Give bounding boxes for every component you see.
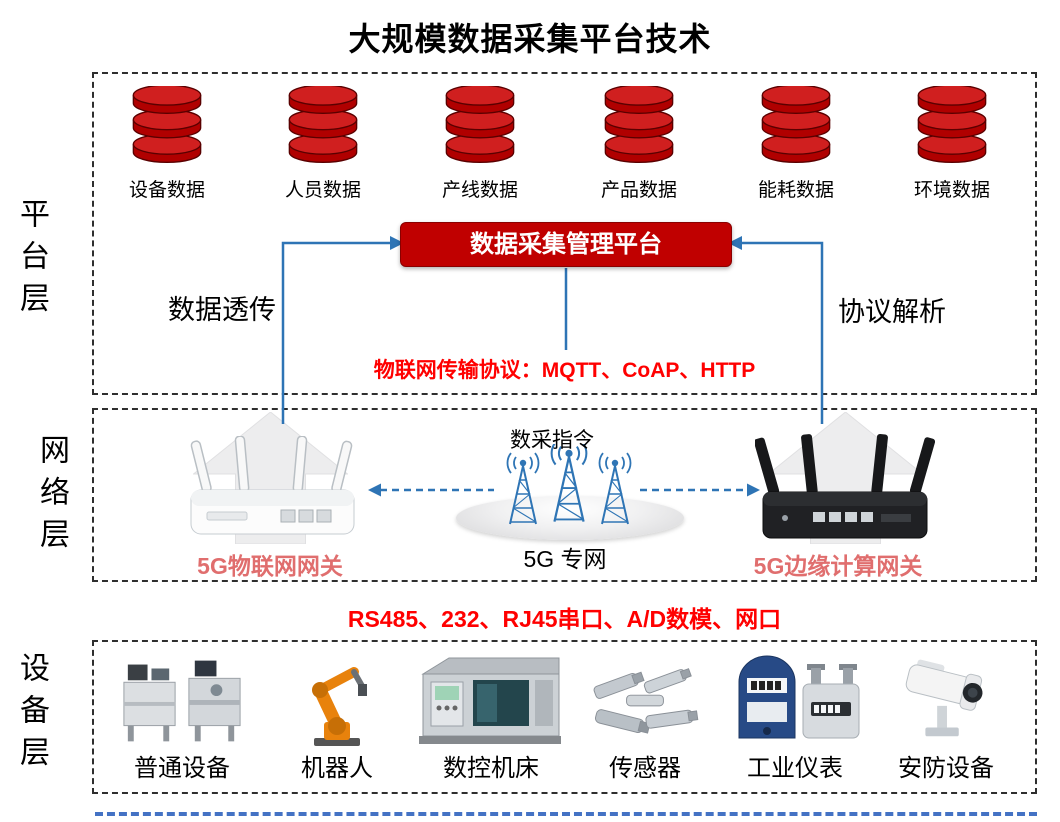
layer-label-network: 网络层 <box>35 434 68 560</box>
right-gateway-label: 5G边缘计算网关 <box>753 553 923 579</box>
industrial-meters-icon <box>738 655 860 739</box>
database-label: 产品数据 <box>600 180 677 201</box>
device-item <box>582 656 708 751</box>
left-gateway-label: 5G物联网网关 <box>197 553 343 579</box>
database-icon <box>288 86 358 164</box>
device-label: 工业仪表 <box>747 755 843 782</box>
protocol-parse-label: 协议解析 <box>838 297 946 327</box>
device-label: 传感器 <box>609 755 681 782</box>
database-item: 人员数据 <box>263 86 383 202</box>
network-layer-box <box>92 408 1037 582</box>
device-label: 数控机床 <box>443 755 539 782</box>
interface-note: RS485、232、RJ45串口、A/D数模、网口 <box>347 606 782 632</box>
page-title: 大规模数据采集平台技术 <box>348 21 712 57</box>
5g-edge-gateway-icon <box>755 434 935 539</box>
database-icon <box>761 86 831 164</box>
factory-machines-icon <box>123 660 241 742</box>
cnc-machine-icon <box>419 657 561 744</box>
layer-label-device: 设备层 <box>15 652 48 778</box>
database-item: 环境数据 <box>892 86 1012 202</box>
database-item: 产线数据 <box>420 86 540 202</box>
robot-arm-icon <box>312 667 367 746</box>
database-item: 设备数据 <box>107 86 227 202</box>
sensors-icon <box>593 668 699 734</box>
device-label: 普通设备 <box>134 755 230 782</box>
device-item <box>415 652 565 753</box>
iot-protocol-note: 物联网传输协议：MQTT、CoAP、HTTP <box>373 359 756 382</box>
database-item: 产品数据 <box>579 86 699 202</box>
database-icon <box>445 86 515 164</box>
database-item: 能耗数据 <box>736 86 856 202</box>
database-label: 设备数据 <box>128 180 205 201</box>
platform-layer-box <box>92 72 1037 395</box>
database-label: 能耗数据 <box>757 180 834 201</box>
bottom-accent-line <box>95 812 1037 816</box>
device-item <box>892 650 1000 753</box>
data-command-label: 数采指令 <box>510 429 594 452</box>
database-icon <box>917 86 987 164</box>
device-item <box>725 650 865 751</box>
database-label: 环境数据 <box>913 180 990 201</box>
security-camera-icon <box>905 659 983 737</box>
database-label: 产线数据 <box>441 180 518 201</box>
device-label: 安防设备 <box>898 755 994 782</box>
database-icon <box>132 86 202 164</box>
5g-iot-gateway-icon <box>190 436 355 535</box>
management-platform-box: 数据采集管理平台 <box>400 222 732 267</box>
device-label: 机器人 <box>301 755 373 782</box>
data-passthrough-label: 数据透传 <box>168 295 276 325</box>
device-item <box>292 652 382 753</box>
device-item <box>118 652 246 753</box>
5g-towers-icon <box>506 444 632 525</box>
database-label: 人员数据 <box>284 180 361 201</box>
device-layer-box <box>92 640 1037 794</box>
layer-label-platform: 平台层 <box>15 198 48 324</box>
5g-core-label: 5G 专网 <box>523 546 607 572</box>
database-icon <box>604 86 674 164</box>
